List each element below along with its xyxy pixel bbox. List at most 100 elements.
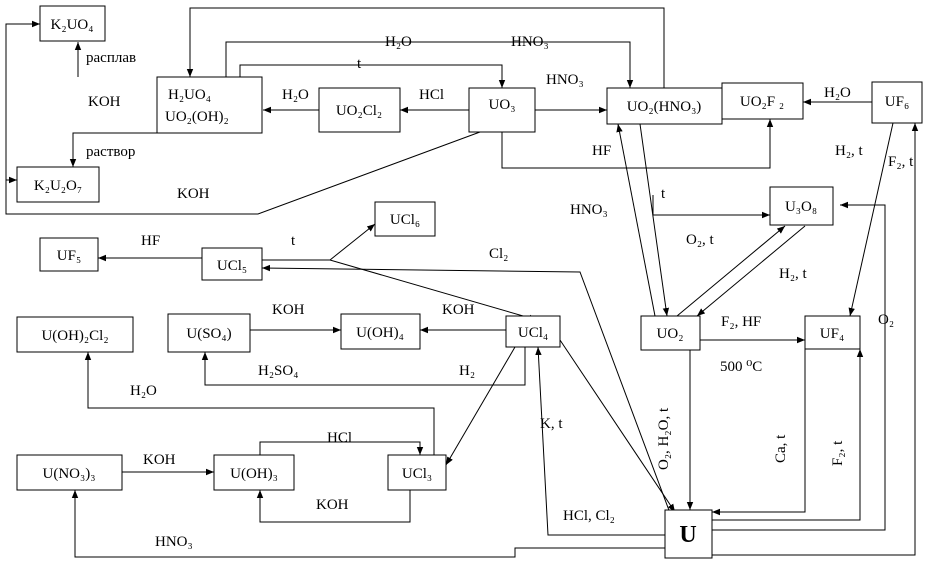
compound-k2u2o7-label: K₂U₂O₇: [34, 178, 82, 194]
label-t-2: t: [661, 186, 666, 202]
compound-uo2f2: UO₂F ₂: [721, 82, 804, 120]
label-h2o-2: H₂O: [130, 383, 157, 399]
compound-ucl4-label: UCl₄: [518, 325, 548, 341]
compound-uo2f2-label: UO₂F ₂: [740, 94, 784, 110]
connectors: [5, 7, 919, 558]
compound-uo2hno3: UO₂(HNO₃): [606, 87, 723, 125]
compound-uso4-label: U(SO₄): [186, 326, 231, 342]
compound-uo2: UO₂: [640, 315, 701, 351]
arrow-uo2hno3-to-uo2: [639, 123, 670, 317]
compound-uo3-label: UO₃: [489, 97, 516, 113]
compound-uf6-label: UF₆: [885, 94, 909, 110]
compound-h2uo4-label: H₂UO₄: [168, 87, 211, 103]
label-h2o-top: H₂O: [385, 34, 412, 50]
compound-k2uo4: K₂UO₄: [39, 5, 106, 42]
compound-uoh3-label: U(OH)₃: [230, 466, 278, 482]
compound-u3o8: U₃O₈: [769, 186, 834, 226]
label-hcl-1: HCl: [419, 87, 444, 103]
label-f2-t-2: F₂, t: [830, 440, 846, 466]
label-h2-t-2: H₂, t: [779, 266, 808, 282]
compound-uoh4: U(OH)₄: [340, 313, 421, 350]
compound-uo2cl2-label: UO₂Cl₂: [336, 103, 382, 119]
label-koh-3: KOH: [272, 302, 305, 318]
compound-ucl4: UCl₄: [505, 315, 561, 348]
arrow-ucl3-to-uoh2cl2: [84, 352, 435, 455]
label-hno3-top: HNO₃: [511, 34, 549, 50]
compound-uo2-label: UO₂: [657, 326, 684, 342]
compound-u-label: U: [679, 522, 696, 548]
compound-uf4-label: UF₄: [820, 326, 844, 342]
label-hno3-mid: HNO₃: [546, 72, 584, 88]
label-cl2: Cl₂: [489, 246, 508, 262]
arrow-uo3-to-uo2f2: [501, 119, 774, 169]
compound-uf5: UF₅: [39, 237, 99, 272]
compound-uso4: U(SO₄): [167, 313, 251, 353]
compound-uf5-label: UF₅: [57, 248, 81, 264]
arrow-u-to-uf4: [712, 349, 864, 521]
arrow-uf6-to-uf4: [848, 122, 894, 317]
compound-uoh4-label: U(OH)₄: [356, 325, 404, 341]
label-hcl-cl2: HCl, Cl₂: [563, 508, 615, 524]
arrow-uoh3-to-ucl3: [259, 441, 424, 455]
label-k-t: K, t: [540, 416, 563, 432]
arrow-ucl5-to-ucl4: [262, 259, 538, 321]
compound-uo2hno3-label: UO₂(HNO₃): [627, 99, 702, 115]
compound-uoh2cl2-label: U(OH)₂Cl₂: [41, 328, 108, 344]
arrow-h2uo4-to-uo2hno3: [225, 41, 634, 88]
label-o2-t: O₂, t: [686, 232, 715, 248]
arrow-uo2hno3-to-u3o8: [652, 195, 770, 219]
label-rastvor: раствор: [86, 144, 135, 160]
arrow-uf4-to-u: [712, 349, 806, 516]
arrow-top-loop-to-h2uo4: [186, 7, 665, 90]
label-o2-h2o-t: O₂, H₂O, t: [656, 407, 672, 470]
label-hf-2: HF: [141, 233, 160, 249]
arrow-ucl4-to-uso4: [201, 347, 526, 386]
compound-uf6: UF₆: [871, 81, 923, 124]
compound-h2uo4: H₂UO₄ UO₂(OH)₂: [156, 76, 263, 134]
arrow-ucl3-to-uoh3: [256, 490, 411, 523]
label-hcl-2: HCl: [327, 430, 352, 446]
compound-ucl6-label: UCl₆: [390, 212, 420, 228]
label-o2: O₂: [878, 312, 894, 328]
arrow-ucl4-to-ucl3: [445, 346, 516, 466]
label-t-3: t: [291, 233, 296, 249]
compound-uf4: UF₄: [804, 315, 861, 350]
arrow-uo3-to-k2uo4: [5, 20, 481, 215]
compound-k2u2o7: K₂U₂O₇: [16, 166, 100, 203]
compound-ucl6: UCl₆: [374, 201, 436, 237]
compound-uo3: UO₃: [468, 87, 536, 133]
arrow-u-to-uf6: [712, 123, 919, 556]
compound-uoh3: U(OH)₃: [213, 454, 295, 491]
label-koh-6: KOH: [316, 497, 349, 513]
label-hf-1: HF: [592, 143, 611, 159]
label-koh-2: KOH: [177, 186, 210, 202]
arrow-u-to-uno33: [71, 490, 665, 558]
arrow-u-to-ucl5: [261, 264, 671, 514]
label-h2o-right: H₂O: [824, 85, 851, 101]
compound-uo2oh2-label: UO₂(OH)₂: [165, 109, 229, 125]
label-hno3-2: HNO₃: [570, 202, 608, 218]
label-f2-hf: F₂, HF: [721, 314, 761, 330]
compound-uno33-label: U(NO₃)₃: [43, 466, 96, 482]
compound-uoh2cl2: U(OH)₂Cl₂: [16, 316, 134, 353]
arrow-h2uo4-to-k2u2o7: [69, 132, 158, 167]
arrow-u3o8-to-uo2: [696, 225, 806, 317]
label-t-top: t: [357, 56, 362, 72]
label-temp-500: 500 ⁰C: [720, 359, 762, 375]
label-rasplav: расплав: [86, 50, 136, 66]
compound-ucl3: UCl₃: [387, 454, 447, 491]
label-koh-1: KOH: [88, 94, 121, 110]
label-h2so4: H₂SO₄: [258, 363, 298, 379]
compound-u: U: [664, 509, 713, 559]
label-f2-t-1: F₂, t: [888, 154, 914, 170]
arrow-u-to-u3o8: [712, 201, 886, 531]
compound-ucl5: UCl₅: [201, 247, 263, 281]
label-h2: H₂: [459, 363, 475, 379]
compound-boxes: K₂UO₄ H₂UO₄ UO₂(OH)₂ UO₂Cl₂ UO₃ UO₂(HNO₃…: [16, 5, 923, 559]
label-koh-4: KOH: [442, 302, 475, 318]
compound-ucl5-label: UCl₅: [217, 258, 247, 274]
label-h2-t-1: H₂, t: [835, 143, 864, 159]
label-h2o-left: H₂O: [282, 87, 309, 103]
